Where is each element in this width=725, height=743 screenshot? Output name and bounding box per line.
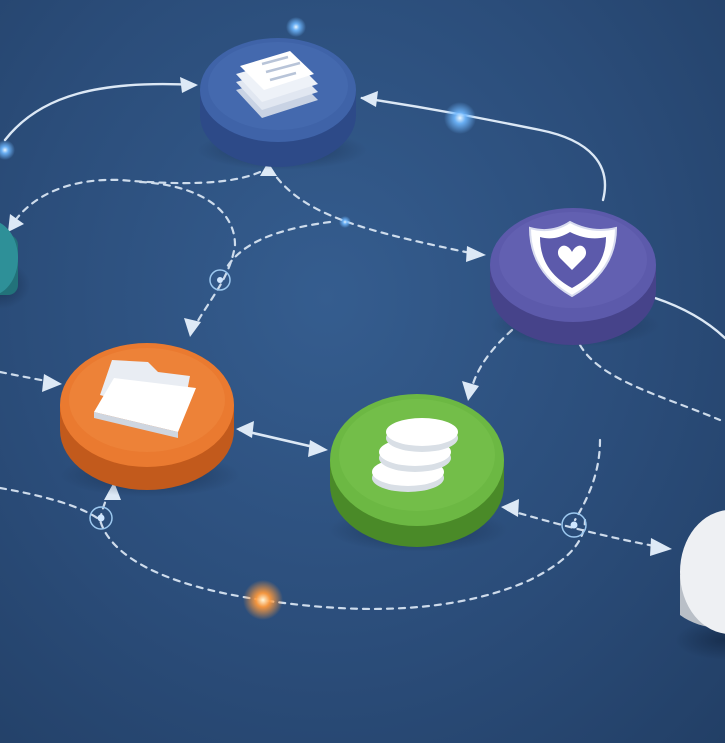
arrowheads: [8, 77, 672, 556]
node-security[interactable]: [490, 208, 660, 347]
edge-documents-to-security: [268, 166, 482, 257]
arrow-from-database-right: [501, 499, 519, 517]
arrow-into-documents: [180, 77, 198, 93]
edge-database-to-right: [506, 508, 667, 550]
glow-dot-top: [286, 17, 306, 37]
node-files[interactable]: [60, 343, 240, 497]
node-documents[interactable]: [197, 38, 367, 170]
edge-files-to-database: [238, 428, 320, 450]
glow-dot-left: [0, 140, 15, 160]
edge-security-to-right: [653, 296, 725, 340]
arrow-into-database-top: [462, 381, 479, 401]
arrow-down-left: [8, 214, 24, 232]
shield-heart-icon: [528, 220, 618, 298]
edge-right-down: [573, 438, 602, 522]
arrow-into-database: [308, 440, 328, 457]
edge-loop-to-files: [138, 180, 237, 332]
glow-dot-mid: [339, 216, 351, 228]
junction-node-bottom-left: [89, 506, 113, 530]
arrow-from-security: [360, 91, 378, 107]
glow-dot-top-right: [444, 102, 476, 134]
documents-stack-icon: [236, 51, 318, 118]
folder-icon: [94, 360, 196, 438]
arrow-into-right-node: [650, 538, 672, 556]
edge-security-to-documents: [360, 96, 607, 202]
database-icon: [372, 418, 458, 492]
glow-dot-orange: [243, 580, 283, 620]
node-edge-left[interactable]: [0, 220, 30, 309]
node-database[interactable]: [328, 394, 508, 552]
junctions: [0, 17, 587, 620]
node-edge-right[interactable]: [675, 510, 725, 660]
edge-documents-loop-left: [8, 170, 262, 230]
arrow-into-security: [466, 246, 486, 262]
junction-node-mid: [209, 269, 231, 291]
edge-documents-to-mid: [223, 220, 332, 272]
arrow-into-files-top: [184, 318, 201, 337]
edge-security-right-branch: [578, 343, 722, 422]
junction-node-bottom-right: [561, 512, 587, 538]
edge-left-to-documents: [3, 82, 197, 142]
arrow-into-files-left: [42, 374, 62, 392]
arrow-left-of-link: [236, 421, 254, 438]
